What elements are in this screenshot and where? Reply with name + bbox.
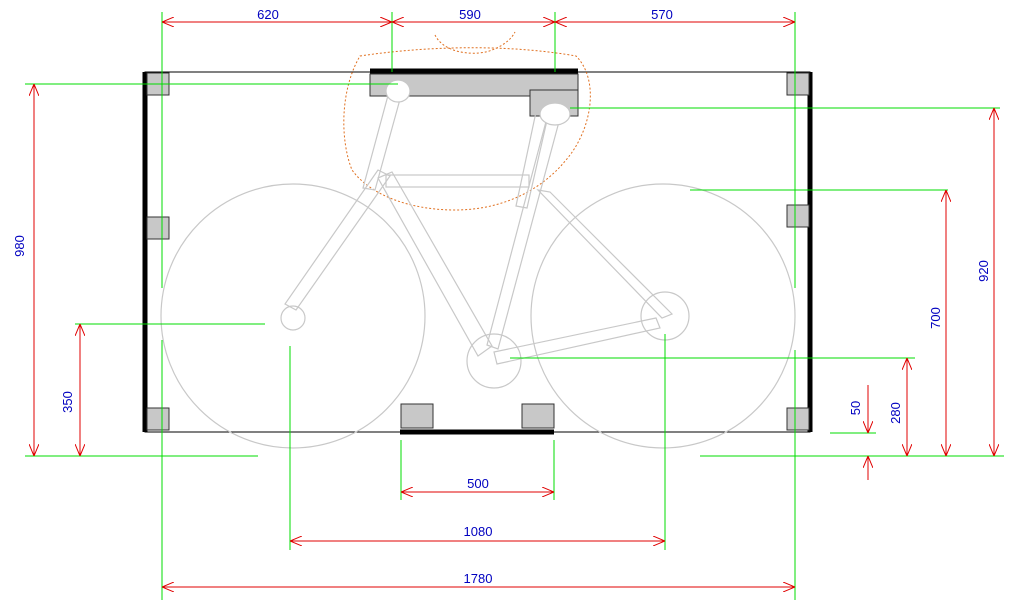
dim-label-1780: 1780 [464,571,493,586]
dim-label-700: 700 [928,307,943,329]
post-mid-right [786,204,810,228]
post-bottom-right [786,407,810,431]
fork-tube [486,113,561,350]
dim-label-980: 980 [12,235,27,257]
bicycle [160,79,796,449]
enclosure-outline [144,71,811,433]
post-mid-left [146,216,170,240]
seat-stay [284,169,391,311]
dim-label-590: 590 [459,7,481,22]
dimension-labels: 620 590 570 980 350 920 700 280 50 500 1… [12,7,991,586]
front-wheel [530,183,796,449]
saddle [385,79,411,103]
chainring [466,333,522,389]
dim-label-280: 280 [888,402,903,424]
block-top-bar [369,73,579,97]
block-bottom-right [521,403,555,429]
chain-stay [493,317,661,365]
dim-label-920: 920 [976,260,991,282]
dim-label-500: 500 [467,476,489,491]
block-bottom-left [400,403,434,429]
extension-lines [25,12,1004,600]
dim-label-620: 620 [257,7,279,22]
rear-hub [280,305,306,331]
dim-label-570: 570 [651,7,673,22]
front-down-tube [536,189,674,319]
head-tube [515,111,549,209]
dimension-lines [34,22,994,587]
dim-label-350: 350 [60,391,75,413]
rear-wheel [160,183,426,449]
support-blocks [146,72,810,431]
dim-label-50: 50 [848,401,863,415]
front-hub [640,291,690,341]
dim-label-1080: 1080 [464,524,493,539]
post-bottom-left [146,407,170,431]
post-top-right [786,72,810,96]
top-tube [385,174,530,188]
enclosure [142,68,813,435]
handlebar [539,102,571,126]
